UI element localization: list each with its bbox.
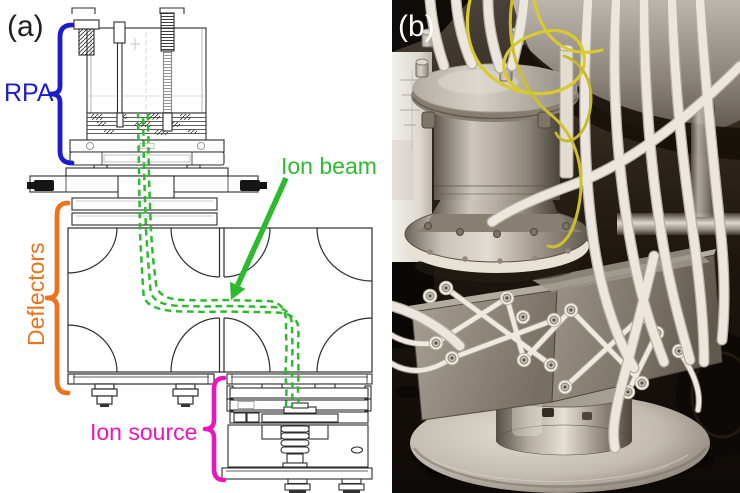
ion-beam-path xyxy=(136,113,300,408)
ion-source-label: Ion source xyxy=(90,419,197,445)
rpa-label: RPA xyxy=(4,79,54,107)
paper-sketch-lines xyxy=(400,70,420,150)
panel-a-schematic: (a) RPA Ion beam Deflectors Ion source xyxy=(4,7,377,493)
deflector-foot xyxy=(91,383,118,407)
white-cables xyxy=(392,0,740,453)
panel-a-label: (a) xyxy=(7,10,44,43)
ion-beam-label: Ion beam xyxy=(281,153,377,179)
dark-disc-ridge xyxy=(690,351,740,439)
mounting-plate-drawing xyxy=(27,167,267,226)
ion-beam-arrow xyxy=(229,176,289,300)
deflector-foot xyxy=(172,383,199,407)
flange-screws xyxy=(424,222,571,264)
rpa-drawing xyxy=(69,7,225,171)
panel-b-photo: (b) xyxy=(392,0,740,493)
ion-source-foot xyxy=(338,478,365,493)
deflectors-drawing xyxy=(67,227,373,407)
yellow-wires xyxy=(465,0,604,249)
metal-rail xyxy=(617,213,740,235)
ion-source-foot xyxy=(284,478,311,493)
paper-shadow xyxy=(392,140,414,200)
deflectors-label: Deflectors xyxy=(23,242,49,346)
screw-terminals xyxy=(422,280,687,400)
deflectors-brace xyxy=(44,200,71,396)
ion-source-brace xyxy=(202,375,227,483)
rpa-brace xyxy=(48,22,75,166)
rpa-cylinder-photo xyxy=(404,26,590,273)
panel-b-label: (b) xyxy=(398,10,435,43)
ceramic-post xyxy=(559,44,574,179)
